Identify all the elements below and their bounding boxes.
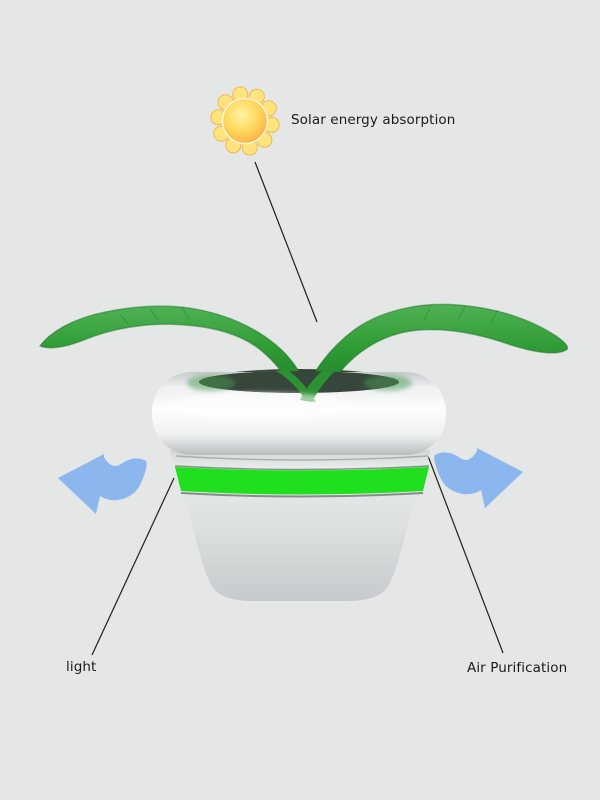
sun-icon bbox=[210, 86, 280, 156]
rim-reflection-left bbox=[187, 375, 235, 391]
leader-line-light bbox=[91, 477, 175, 656]
pot-groove-top bbox=[175, 455, 429, 461]
rim-highlight bbox=[170, 392, 350, 420]
glow-band-edge-bottom bbox=[180, 492, 424, 498]
glow-band bbox=[175, 467, 429, 495]
leaf-right bbox=[301, 303, 569, 403]
right-arrow-icon bbox=[434, 448, 523, 508]
rim-reflection-right bbox=[364, 375, 412, 391]
light-label: light bbox=[66, 659, 97, 675]
glow-band-edge-top bbox=[174, 465, 430, 471]
leaf-veins bbox=[119, 305, 499, 325]
solar-label: Solar energy absorption bbox=[291, 112, 456, 128]
sun-disc bbox=[221, 97, 269, 145]
leader-line-solar bbox=[254, 161, 318, 323]
air-purification-label: Air Purification bbox=[467, 660, 568, 676]
leader-line-air bbox=[427, 455, 504, 654]
left-arrow-icon bbox=[58, 454, 147, 514]
